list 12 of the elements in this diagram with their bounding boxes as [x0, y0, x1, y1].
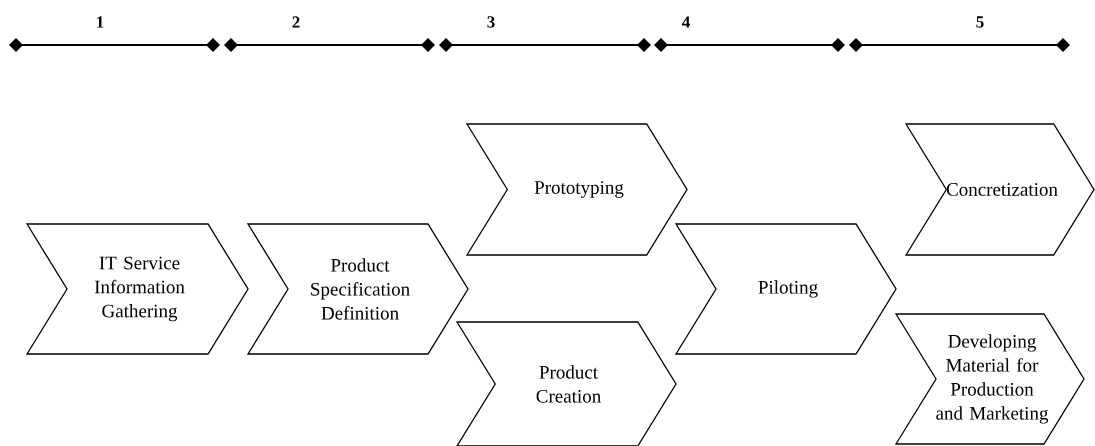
process-step: Concretization — [904, 123, 1095, 256]
process-step: IT Service Information Gathering — [25, 223, 249, 355]
process-step: Product Creation — [455, 321, 677, 446]
phase-number: 4 — [682, 16, 690, 28]
phase-number: 5 — [976, 16, 984, 28]
process-step: Product Specification Definition — [246, 223, 469, 355]
process-step: Piloting — [674, 223, 897, 355]
phase-number: 1 — [97, 16, 104, 28]
process-step: Developing Material for Production and Marketing — [894, 313, 1085, 445]
process-step: Prototyping — [465, 123, 688, 256]
phase-number: 3 — [487, 16, 495, 28]
phase-number: 2 — [292, 16, 300, 28]
